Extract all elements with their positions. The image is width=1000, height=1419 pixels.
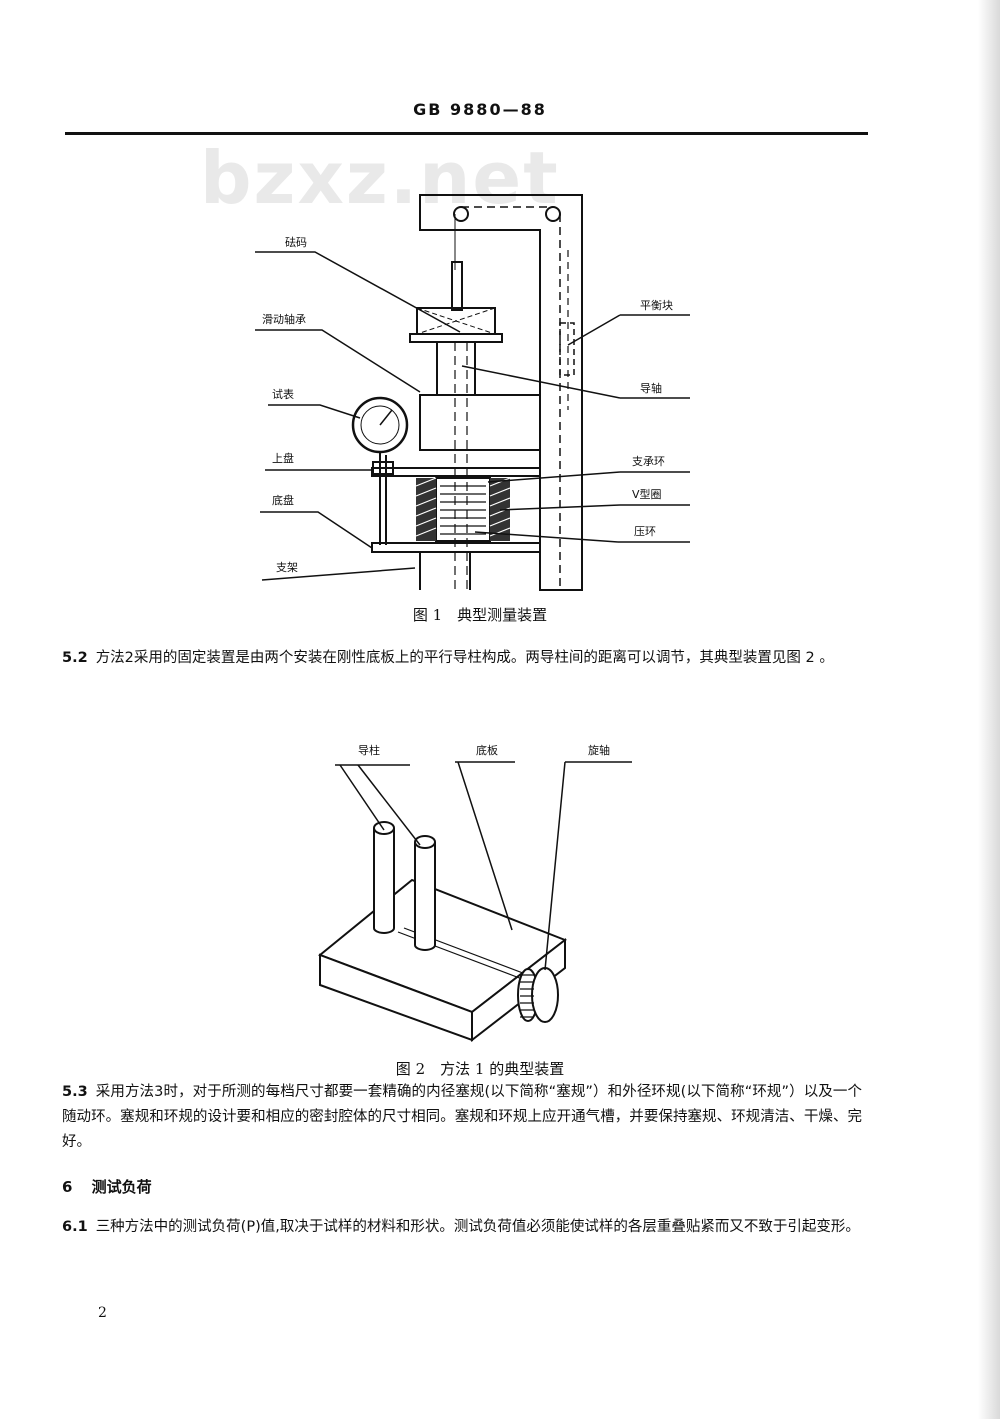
watermark: bzxz.net xyxy=(200,136,560,220)
section-number: 6 xyxy=(62,1178,73,1196)
label-upper-plate: 上盘 xyxy=(272,451,294,465)
label-knurl-shaft: 旋轴 xyxy=(588,743,610,757)
guide-post-right xyxy=(414,842,436,951)
section-number: 6.1 xyxy=(62,1219,88,1235)
label-guide-shaft: 导轴 xyxy=(640,381,662,395)
label-support-ring: 支承环 xyxy=(632,455,665,468)
label-bracket: 支架 xyxy=(276,561,298,574)
label-gauge: 试表 xyxy=(272,387,294,401)
section-title: 测试负荷 xyxy=(91,1178,152,1196)
scan-edge-shadow xyxy=(978,0,1000,1419)
section-number: 5.2 xyxy=(62,650,88,666)
figure-1-diagram: 砝码 滑动轴承 试表 上盘 底盘 支架 平衡块 导轴 支承环 V型圈 压环 xyxy=(255,194,690,591)
page-number: 2 xyxy=(98,1305,107,1321)
figure-1-caption: 图 1 典型测量装置 xyxy=(412,606,548,624)
paragraph-text: 三种方法中的测试负荷(P)值,取决于试样的材料和形状。测试负荷值必须能使试样的各… xyxy=(95,1219,860,1235)
figure-2-diagram: 导柱 底板 旋轴 xyxy=(318,743,632,1043)
counterweight xyxy=(559,322,575,376)
label-counterweight: 平衡块 xyxy=(640,299,673,312)
standard-header: GB 9880—88 xyxy=(413,100,547,119)
paragraph-5-2: 5.2 方法2采用的固定装置是由两个安装在刚性底板上的平行导柱构成。两导柱间的距离… xyxy=(62,646,862,671)
label-weight: 砝码 xyxy=(285,235,307,249)
header-rule xyxy=(65,132,868,135)
figure-2-caption: 图 2 方法 1 的典型装置 xyxy=(395,1060,565,1078)
weight-rod xyxy=(451,261,463,311)
label-base-plate: 底盘 xyxy=(272,493,294,507)
paragraph-text: 方法2采用的固定装置是由两个安装在刚性底板上的平行导柱构成。两导柱间的距离可以调… xyxy=(95,650,834,666)
label-guide-post: 导柱 xyxy=(358,743,380,757)
label-sliding-bearing: 滑动轴承 xyxy=(262,312,306,326)
guide-post-left xyxy=(373,828,395,934)
label-v-ring: V型圈 xyxy=(632,487,662,501)
paragraph-text: 采用方法3时，对于所测的每档尺寸都要一套精确的内径塞规(以下简称“塞规”）和外径… xyxy=(62,1084,862,1150)
frame xyxy=(419,194,583,591)
label-base-board: 底板 xyxy=(476,743,498,757)
label-press-ring: 压环 xyxy=(634,525,656,538)
section-6-heading: 6 测试负荷 xyxy=(62,1176,152,1197)
bearing-housing xyxy=(419,394,541,451)
paragraph-6-1: 6.1 三种方法中的测试负荷(P)值,取决于试样的材料和形状。测试负荷值必须能使试… xyxy=(62,1215,862,1240)
section-number: 5.3 xyxy=(62,1084,88,1100)
